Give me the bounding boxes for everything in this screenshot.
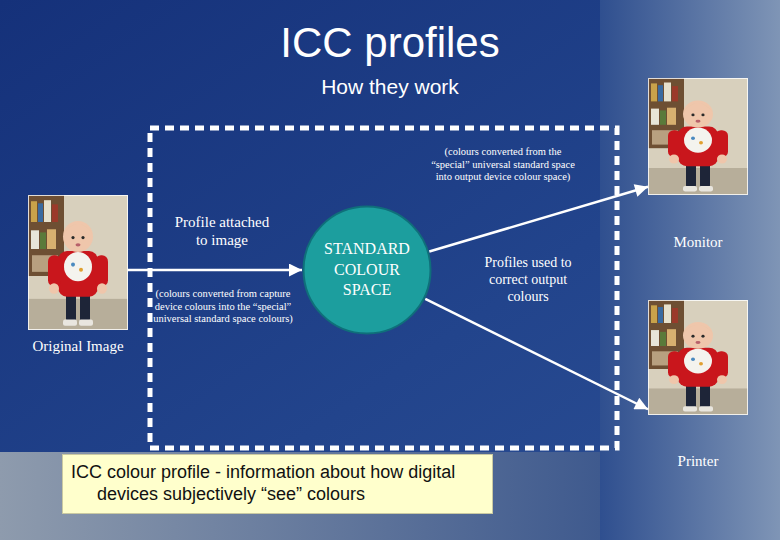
note-text: ICC colour profile - information about h…	[97, 462, 482, 505]
circle-text: STANDARD COLOUR SPACE	[315, 239, 419, 301]
photo-frame: Original Image	[28, 195, 128, 330]
monitor-photo	[648, 78, 748, 195]
photo-caption: Original Image	[13, 337, 143, 355]
dashed-frame	[150, 128, 617, 448]
subtitle: How they work	[240, 74, 540, 99]
bottom-band	[0, 452, 600, 540]
photo-caption: Printer	[633, 452, 763, 470]
printer-photo	[648, 300, 748, 415]
original-photo	[28, 195, 128, 330]
photo-frame: Printer	[648, 300, 748, 415]
annotation: (colours converted from the “special” un…	[426, 146, 580, 184]
connector-arrow	[425, 299, 648, 409]
annotation: Profile attached to image	[168, 213, 276, 249]
note-box: ICC colour profile - information about h…	[62, 454, 493, 514]
annotation: Profiles used to correct output colours	[472, 255, 584, 305]
photo-caption: Monitor	[633, 233, 763, 251]
photo-frame: Monitor	[648, 78, 748, 195]
circle-shape	[304, 207, 431, 334]
connector-arrow	[429, 187, 648, 252]
title: ICC profiles	[190, 20, 590, 66]
colour-space-circle: STANDARD COLOUR SPACE	[302, 205, 432, 335]
right-panel	[600, 0, 780, 540]
annotation: (colours converted from capture device c…	[153, 288, 293, 326]
connector-arrow	[128, 269, 302, 272]
